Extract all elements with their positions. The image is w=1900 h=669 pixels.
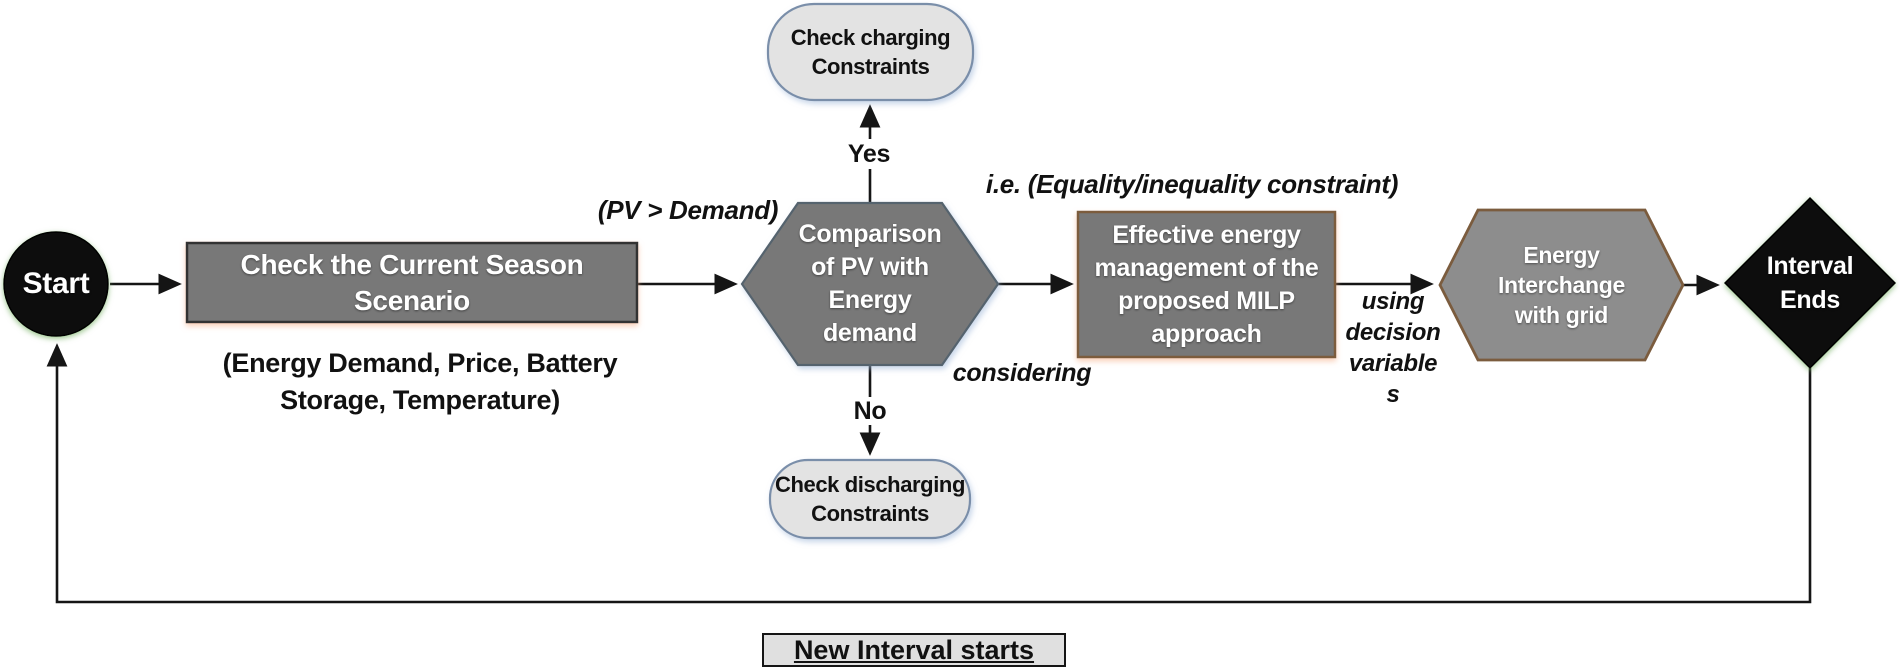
interval-ends-diamond-shape: [1723, 196, 1897, 370]
check-charging-label: Check charging Constraints: [790, 25, 951, 79]
check-charging-stadium-shape: [766, 2, 975, 102]
considering-label: considering: [952, 358, 1092, 387]
using-decision-variables-label: using decision variable s: [1345, 288, 1441, 408]
milp-label: Effective energy management of the propo…: [1094, 220, 1319, 348]
yes-edge-label: Yes: [836, 139, 902, 169]
no-edge-label: No: [842, 397, 898, 425]
comparison-label: Comparison of PV with Energy demand: [798, 220, 942, 347]
energy-interchange-label: Energy Interchange with grid: [1497, 242, 1626, 328]
milp-rect-shape: [1076, 210, 1337, 359]
interval-ends-label: Interval Ends: [1766, 252, 1854, 314]
new-interval-label: New Interval starts: [793, 634, 1035, 665]
start-circle-shape: [3, 231, 109, 337]
check-season-label: Check the Current Season Scenario: [240, 248, 584, 316]
comparison-hexagon-shape: [740, 201, 1000, 367]
energy-interchange-hexagon-shape: [1438, 208, 1685, 362]
ie-constraint-label: i.e. (Equality/inequality constraint): [985, 168, 1399, 199]
check-discharging-label: Check discharging Constraints: [774, 472, 966, 526]
check-discharging-stadium-shape: [768, 458, 972, 540]
check-season-rect-shape: [185, 241, 639, 324]
pv-demand-condition-label: (PV > Demand): [597, 194, 779, 225]
start-label: Start: [22, 267, 90, 300]
edge-interval-loop-to-start: [46, 343, 1812, 604]
new-interval-box: New Interval starts: [762, 633, 1066, 667]
season-params-text: (Energy Demand, Price, Battery Storage, …: [222, 348, 618, 415]
